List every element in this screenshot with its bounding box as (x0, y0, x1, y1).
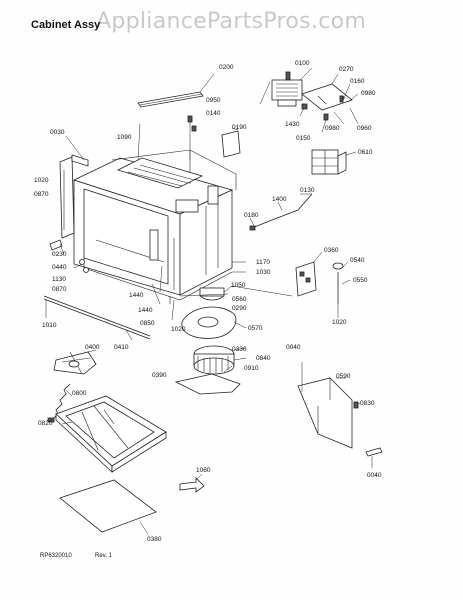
label-0610: 0610 (358, 149, 373, 156)
leader-lines (137, 81, 293, 321)
label-0440: 0440 (52, 264, 67, 271)
label-0820: 0820 (38, 420, 53, 427)
label-0100: 0100 (295, 60, 310, 67)
label-1430: 1430 (285, 121, 300, 128)
part-0270-bracket (301, 73, 359, 111)
label-1030: 1030 (256, 269, 271, 276)
label-1020a: 1020 (34, 177, 49, 184)
label-0590: 0590 (336, 373, 351, 380)
part-0030-side-panel (59, 135, 89, 239)
part-0540-0550-fuse (332, 261, 351, 318)
label-1010: 1010 (42, 322, 57, 329)
label-0400: 0400 (85, 344, 100, 351)
label-1400: 1400 (272, 196, 287, 203)
label-0180: 0180 (244, 212, 259, 219)
label-0330: 0330 (232, 346, 247, 353)
diagram-code: RP6320010 (40, 553, 72, 559)
label-0560: 0560 (232, 296, 247, 303)
part-0570-fan-blade (181, 306, 247, 339)
label-0850: 0850 (140, 320, 155, 327)
label-0270: 0270 (339, 66, 354, 73)
label-0950: 0950 (206, 97, 221, 104)
part-0820-bottom-tray (55, 395, 167, 473)
label-0230: 0230 (52, 251, 67, 258)
label-1440a: 1440 (129, 292, 144, 299)
label-0140: 0140 (206, 110, 221, 117)
watermark: AppliancePartsPros.com (96, 9, 367, 34)
label-0910: 0910 (244, 365, 259, 372)
part-1400-wire-harness (249, 193, 313, 231)
part-1060-front-arrow (179, 473, 205, 493)
part-0190-plate (221, 127, 241, 158)
label-1440b: 1440 (138, 307, 153, 314)
label-0550: 0550 (353, 277, 368, 284)
label-0040b: 0040 (367, 472, 382, 479)
part-0040-latch (365, 447, 383, 468)
label-0980a: 0980 (361, 90, 376, 97)
cabinet-body (72, 149, 237, 304)
label-1020b: 1020 (171, 326, 186, 333)
label-0380: 0380 (147, 536, 162, 543)
diagram-title: Cabinet Assy (31, 19, 101, 31)
part-0230-0440-clips (49, 239, 89, 273)
label-0040a: 0040 (286, 344, 301, 351)
label-0150: 0150 (296, 135, 311, 142)
part-1010-rod (43, 295, 151, 341)
label-1090: 1090 (117, 134, 132, 141)
part-0330-blower-wheel (193, 345, 247, 375)
label-0190: 0190 (232, 124, 247, 131)
part-1050-motor (199, 285, 233, 301)
label-1170: 1170 (256, 259, 270, 266)
label-0360: 0360 (324, 247, 339, 254)
part-0590-switch-bracket (297, 362, 353, 449)
part-0950-0140-fasteners (187, 115, 197, 160)
part-0390-base-plate (174, 365, 241, 395)
label-0200: 0200 (219, 64, 234, 71)
part-0200-top-bracket (137, 73, 215, 108)
part-0380-bottom-panel (59, 479, 157, 535)
label-0870b: 0870 (52, 286, 67, 293)
label-0570: 0570 (248, 325, 263, 332)
label-1130: 1130 (52, 276, 66, 283)
part-0400-stirrer (53, 349, 97, 375)
part-0830-screw (353, 401, 361, 409)
label-0540: 0540 (350, 257, 365, 264)
label-1050: 1050 (231, 282, 246, 289)
label-1020c: 1020 (332, 319, 347, 326)
part-labels: 0200 0100 0270 0160 0980 0030 1090 0950 … (34, 60, 382, 543)
part-0360-fuse-block (295, 251, 323, 297)
label-1060: 1060 (196, 467, 211, 474)
label-0410: 0410 (114, 344, 129, 351)
label-0870a: 0870 (34, 191, 49, 198)
label-0840: 0840 (256, 355, 271, 362)
label-0980b: 0980 (325, 125, 340, 132)
part-1430-0150-0980-fasteners (299, 103, 359, 133)
label-0290: 0290 (232, 305, 247, 312)
label-0800: 0800 (72, 390, 87, 397)
label-0030: 0030 (50, 129, 65, 136)
diagram-revision: Rev. 1 (95, 553, 112, 559)
part-0610-transformer (311, 149, 357, 175)
label-0160: 0160 (350, 78, 365, 85)
label-0130: 0130 (300, 187, 315, 194)
label-0830: 0830 (360, 400, 375, 407)
part-0100-magnetron (271, 67, 313, 107)
label-0960: 0960 (357, 125, 372, 132)
label-0390: 0390 (152, 372, 167, 379)
